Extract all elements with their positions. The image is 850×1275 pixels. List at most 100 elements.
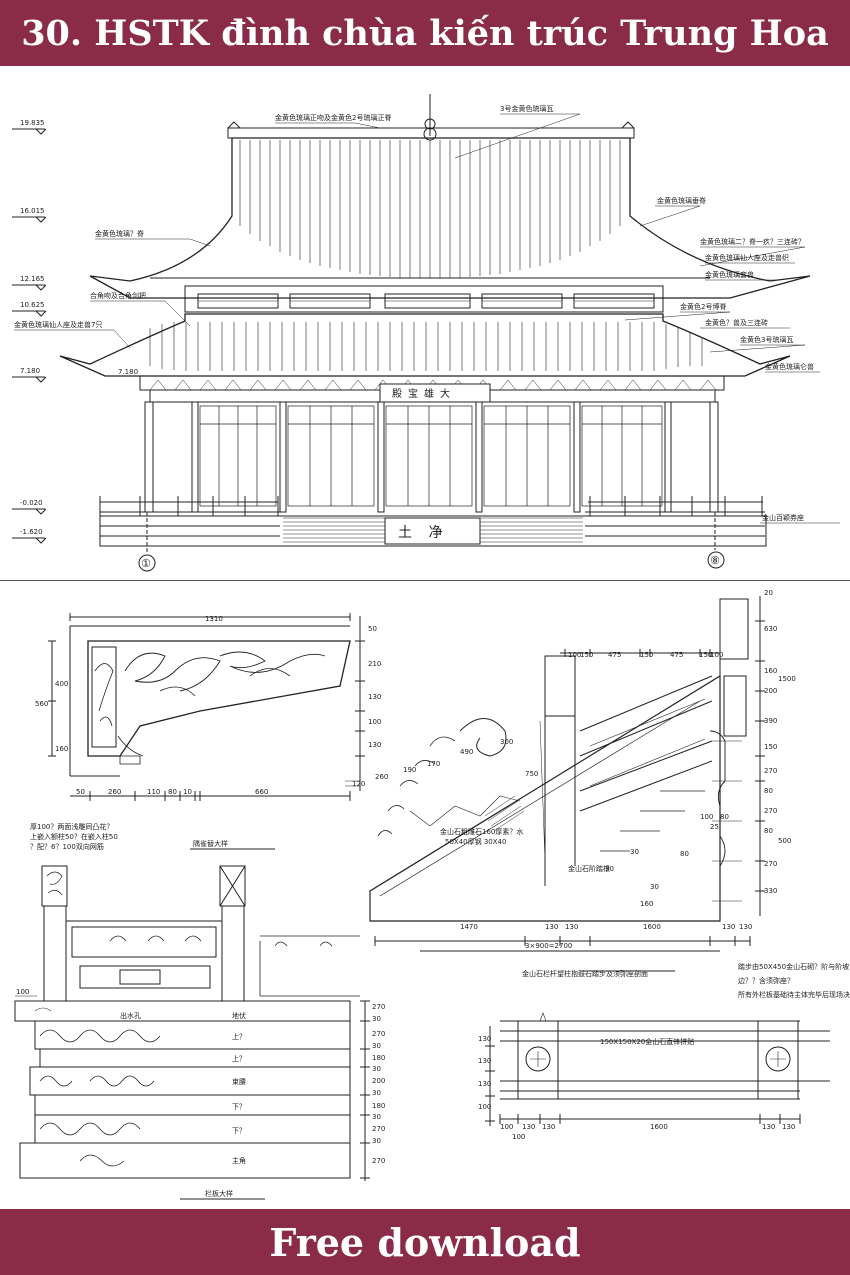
- bracket-dim-r5: 130: [368, 741, 381, 749]
- callout-leaders: [14, 113, 840, 524]
- callout-ridge: 金黄色琉璃正吻及金黄色2号琉璃正脊: [275, 113, 391, 122]
- lower-roof-tiles: [149, 322, 703, 371]
- balustrade-front: [41, 865, 360, 1002]
- stair-slope-dim-4: 170: [427, 760, 440, 768]
- plinth-label-drain: 出水孔: [120, 1011, 141, 1020]
- bracket-detail: [48, 613, 365, 850]
- bracket-caption: 隅雀替大样: [193, 839, 228, 848]
- stair-section: [369, 596, 765, 972]
- stair-slope-dim-1: 120: [352, 780, 365, 788]
- stair-top-dim-6: 150: [699, 651, 712, 659]
- stair-slab-note-2: 50X40厚钢 30X40: [445, 837, 506, 846]
- plan-bottom-dim-1: 100: [500, 1123, 513, 1131]
- stair-top-dim-7: 100: [710, 651, 723, 659]
- level-7180: 7.180: [20, 367, 40, 375]
- plinth-caption: 栏板大样: [205, 1189, 233, 1198]
- level-10625: 10.625: [20, 301, 45, 309]
- note-right-3: 所有外栏板基础待主体完毕后现场决定: [738, 990, 850, 999]
- plinth-label-corner: 主角: [232, 1156, 246, 1165]
- stair-bottom-dim-5: 130: [722, 923, 735, 931]
- level-19835: 19.835: [20, 119, 45, 127]
- grid-axis-8: ⑧: [710, 554, 720, 567]
- stair-top-dim-2: 150: [580, 651, 593, 659]
- stele-inscription: 土 净: [398, 525, 448, 541]
- stair-bottom-dim-2: 130: [545, 923, 558, 931]
- stair-slab-note: 金山石粗雕石160厚素？水: [440, 827, 523, 836]
- stair-dim-750: 750: [525, 770, 538, 778]
- callout-immortal-left: 金黄色琉璃仙人座及走兽7只: [14, 320, 102, 329]
- plan-bottom-dim-5: 130: [762, 1123, 775, 1131]
- level-minus-1620: -1.620: [20, 528, 43, 536]
- note-left-2: 上嵌入额柱50？在嵌入柱50: [30, 832, 118, 841]
- bracket-dim-b6: 660: [255, 788, 268, 796]
- callout-immortal-right: 金黄色琉璃仙人座及走兽织: [705, 253, 789, 262]
- plinth-label-upper-1: 上？: [232, 1032, 246, 1041]
- stair-bottom-dim-6: 130: [739, 923, 752, 931]
- plinth-label-waist: 束腰: [232, 1078, 246, 1086]
- stair-right-dim-2: 630: [764, 625, 777, 633]
- bracket-dim-b2: 260: [108, 788, 121, 796]
- callout-tile-3b: 金黄色3号琉璃瓦: [740, 335, 793, 344]
- callout-vertical-ridge: 金黄色琉璃垂脊: [657, 196, 706, 205]
- plinth-right-dim-3: 270: [372, 1030, 385, 1038]
- callout-lun-beast: 金黄色琉璃仑兽: [765, 362, 814, 371]
- bracket-dim-top: 1310: [205, 615, 223, 623]
- bracket-dim-b1: 50: [76, 788, 85, 796]
- level-minus-0020: -0.020: [20, 499, 43, 507]
- free-download-label[interactable]: Free download: [269, 1219, 581, 1265]
- plinth-right-dim-4: 30: [372, 1042, 381, 1050]
- bracket-dim-r2: 210: [368, 660, 381, 668]
- plinth-right-dim-9: 180: [372, 1102, 385, 1110]
- bracket-dim-r4: 100: [368, 718, 381, 726]
- stair-inner-dim-2: 80: [720, 813, 729, 821]
- stair-total-dim: 3×900=2700: [525, 942, 572, 950]
- bracket-dim-b5: 10: [183, 788, 192, 796]
- stair-right-dim-10: 270: [764, 807, 777, 815]
- bracket-dim-l2: 400: [55, 680, 68, 688]
- plinth-right-dim-10: 30: [372, 1113, 381, 1121]
- plinth-right-dim-7: 200: [372, 1077, 385, 1085]
- page-title: 30. HSTK đình chùa kiến trúc Trung Hoa: [21, 12, 829, 54]
- bracket-dim-r3: 130: [368, 693, 381, 701]
- callout-cover-beast: 金黄色琉璃套兽: [705, 270, 754, 279]
- stair-step-label: 金山石阶踏根: [568, 864, 610, 873]
- plinth-right-dim-1: 270: [372, 1003, 385, 1011]
- details-svg: 1310 50 210 130 100 130 560 400 160 50 2…: [14, 589, 850, 1200]
- stair-bottom-dim-4: 1600: [643, 923, 661, 931]
- callout-beast-bricks: 金黄色？兽及三连砖: [705, 318, 768, 327]
- plinth-detail: [14, 995, 370, 1200]
- bracket-dim-r1: 50: [368, 625, 377, 633]
- callout-hip-ridge: 金黄色琉璃？脊: [95, 229, 144, 238]
- plinth-label-difu: 地伏: [232, 1011, 246, 1020]
- plan-small-dim: 100: [512, 1133, 525, 1141]
- note-right-2: 边？？含须弥座？: [738, 976, 794, 985]
- stair-top-dim-3: 475: [608, 651, 621, 659]
- stair-top-dim-1: 100: [568, 651, 581, 659]
- plinth-right-dim-6: 30: [372, 1065, 381, 1073]
- stair-right-dim-3: 160: [764, 667, 777, 675]
- stair-slope-dim-6: 300: [500, 738, 513, 746]
- front-railing: [99, 496, 765, 516]
- plan-left-dim-1: 130: [478, 1035, 491, 1043]
- stair-right-dim-9: 80: [764, 787, 773, 795]
- plinth-right-dim-8: 30: [372, 1089, 381, 1097]
- level-7180-tag: 7.180: [118, 368, 138, 376]
- stair-right-dim-4: 200: [764, 687, 777, 695]
- plan-left-dim-3: 130: [478, 1080, 491, 1088]
- plinth-right-dim-13: 270: [372, 1157, 385, 1165]
- stair-right-dim-6: 390: [764, 717, 777, 725]
- plinth-label-upper-2: 上？: [232, 1054, 246, 1063]
- stair-right-dim-12: 500: [778, 837, 791, 845]
- stair-top-dim-4: 150: [640, 651, 653, 659]
- stair-slope-dim-5: 490: [460, 748, 473, 756]
- stair-right-dim-1: 20: [764, 589, 773, 597]
- plinth-right-dim-12: 30: [372, 1137, 381, 1145]
- stair-inner-dim-4: 30: [630, 848, 639, 856]
- plan-detail: [485, 1012, 830, 1126]
- stair-right-dim-5: 1500: [778, 675, 796, 683]
- plinth-label-lower-1: 下？: [232, 1103, 246, 1111]
- plan-left-dim-4: 100: [478, 1103, 491, 1111]
- stair-right-dim-7: 150: [764, 743, 777, 751]
- stair-right-dim-8: 270: [764, 767, 777, 775]
- stair-inner-dim-8: 160: [640, 900, 653, 908]
